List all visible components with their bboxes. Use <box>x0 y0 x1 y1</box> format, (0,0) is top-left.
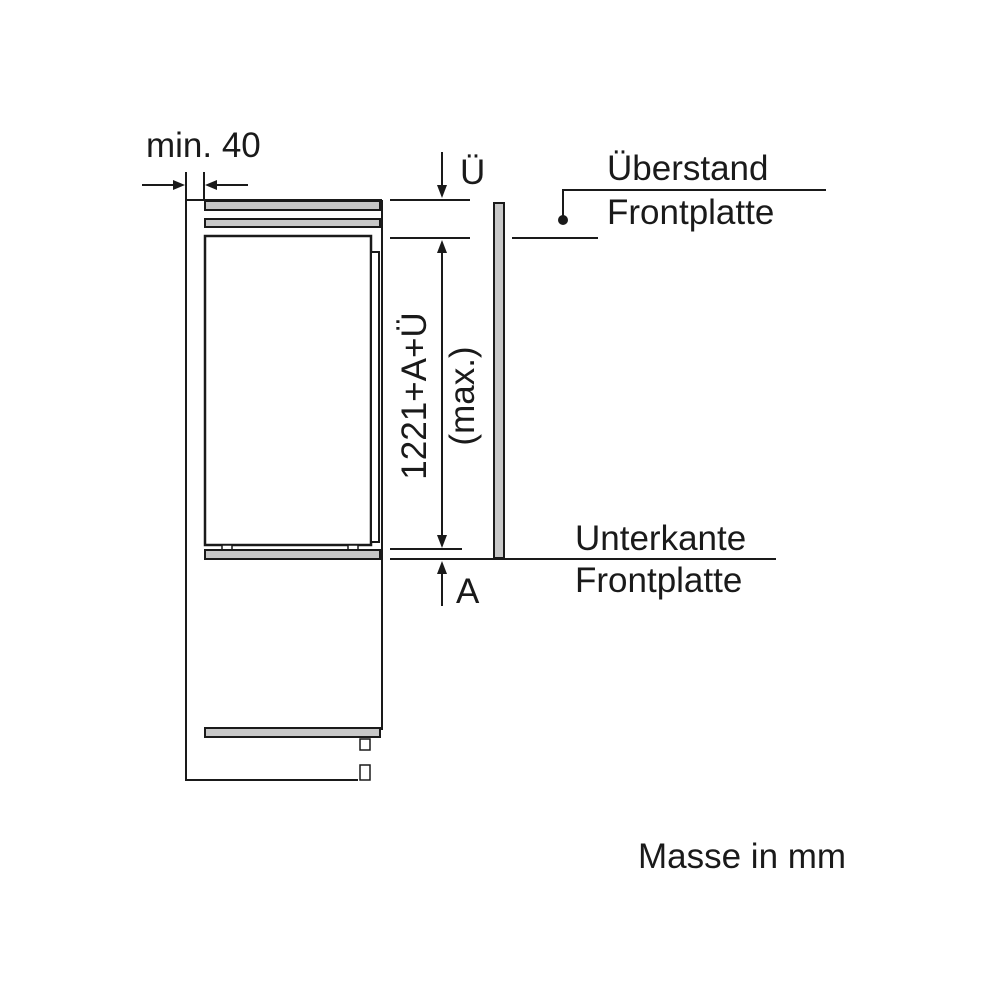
overhang-callout: Überstand Frontplatte <box>558 149 826 232</box>
gap-arrow-left-head <box>173 180 185 190</box>
height-arrow-bottom-head <box>437 535 447 548</box>
overhang-dimension: Ü <box>437 152 485 198</box>
bottom-title-line2: Frontplatte <box>575 561 742 600</box>
bottom-dimension: A <box>437 561 480 611</box>
height-label-line2: (max.) <box>443 346 482 445</box>
bottom-title-line1: Unterkante <box>575 519 746 558</box>
bottom-panel <box>204 727 381 738</box>
appliance <box>203 234 373 547</box>
front-panel <box>493 202 505 559</box>
overhang-leader-line <box>562 189 826 219</box>
gap-arrow-right-head <box>205 180 217 190</box>
overhang-symbol-label: Ü <box>460 153 485 192</box>
height-label-line1: 1221+A+Ü <box>395 312 434 479</box>
min-gap-label: min. 40 <box>146 126 261 165</box>
top-panel <box>204 200 381 211</box>
cabinet <box>185 199 383 781</box>
overhang-leader-dot <box>558 215 568 225</box>
top-rail <box>204 218 381 228</box>
overhang-title-line2: Frontplatte <box>607 193 774 232</box>
height-dimension: 1221+A+Ü (max.) <box>395 240 482 548</box>
plinth-block-lower <box>359 764 371 781</box>
plinth-block-upper <box>359 738 371 751</box>
overhang-arrow-head <box>437 185 447 198</box>
appliance-hinge-strip <box>370 251 380 543</box>
bottom-callout: Unterkante Frontplatte <box>575 519 746 600</box>
overhang-title-line1: Überstand <box>607 149 768 188</box>
bottom-arrow-head <box>437 561 447 574</box>
bottom-symbol-label: A <box>456 572 480 611</box>
gap-dimension: min. 40 <box>142 126 261 200</box>
shelf-panel <box>204 549 381 560</box>
height-arrow-top-head <box>437 240 447 253</box>
units-note: Masse in mm <box>638 837 846 876</box>
